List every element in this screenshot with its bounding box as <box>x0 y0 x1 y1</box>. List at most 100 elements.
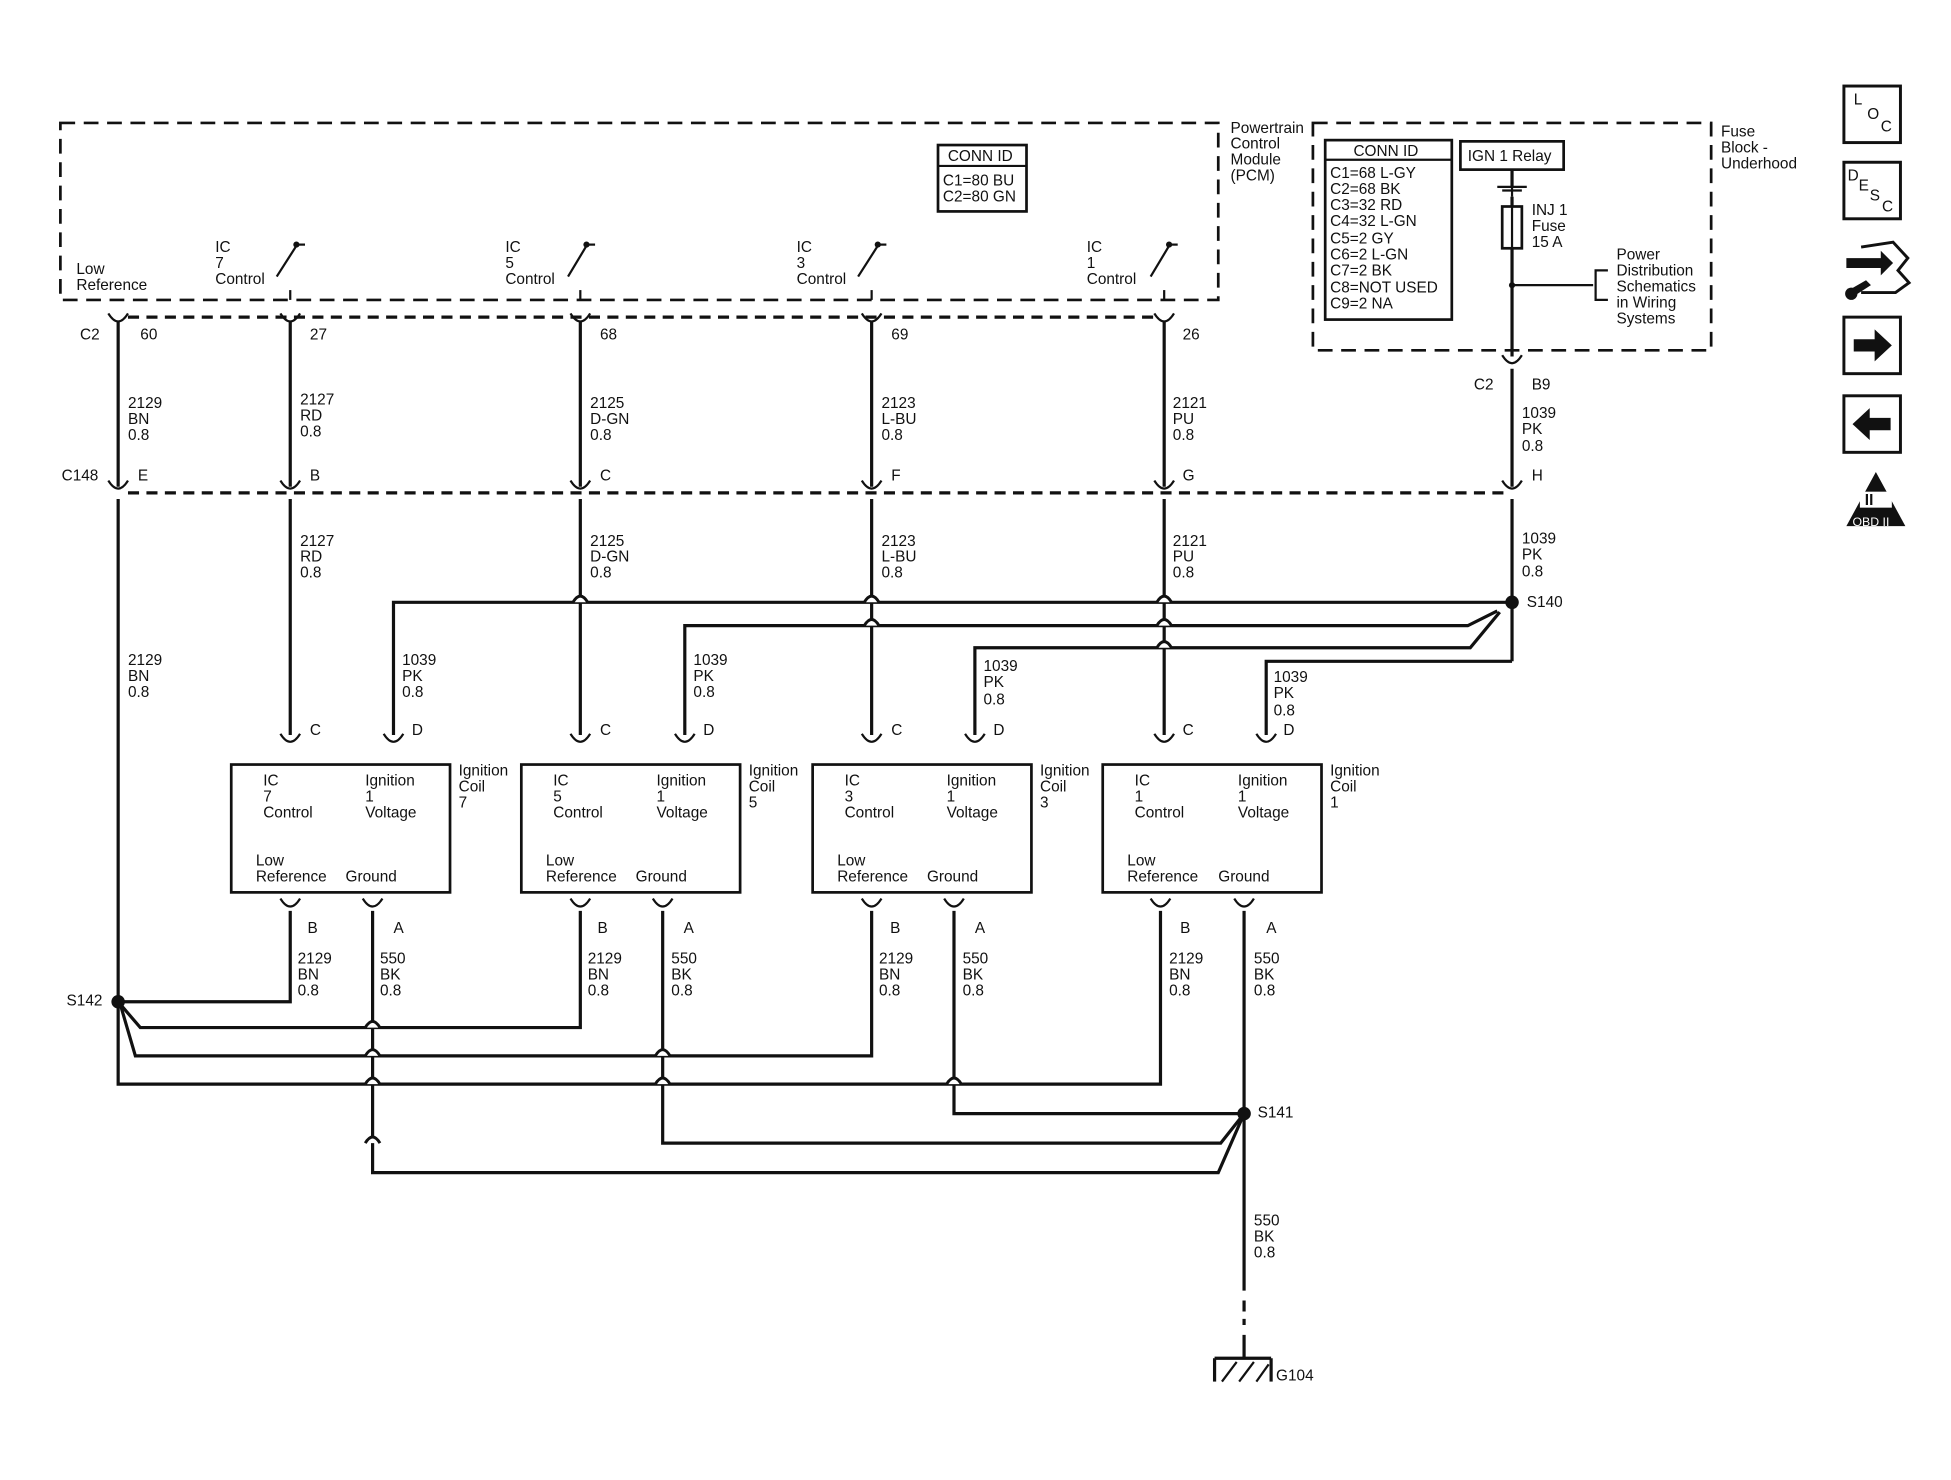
svg-text:CONN ID: CONN ID <box>1353 143 1418 160</box>
svg-text:Control: Control <box>1231 136 1281 153</box>
svg-text:C: C <box>1183 722 1194 739</box>
coil-terminal-b <box>1149 897 1172 908</box>
svg-text:0.8: 0.8 <box>298 983 319 1000</box>
svg-text:IC: IC <box>553 772 568 789</box>
svg-text:Reference: Reference <box>1127 868 1198 885</box>
power-distribution-reference[interactable]: Power Distribution Schematics in Wiring … <box>1512 246 1696 327</box>
svg-text:Module: Module <box>1231 152 1281 169</box>
fuse-block-c2-pin-labels: C2 B9 <box>1474 377 1551 394</box>
ground-hatch <box>1238 1361 1255 1383</box>
svg-text:Powertrain: Powertrain <box>1231 120 1304 137</box>
svg-text:O: O <box>1867 106 1879 123</box>
svg-text:D-GN: D-GN <box>590 549 629 566</box>
svg-text:C9=2 NA: C9=2 NA <box>1330 296 1394 313</box>
pcm-enclosure <box>59 121 1220 302</box>
svg-text:Voltage: Voltage <box>657 804 708 821</box>
svg-text:H: H <box>1532 468 1543 485</box>
svg-text:7: 7 <box>459 795 468 812</box>
svg-text:B: B <box>598 920 608 937</box>
switch-ic7 <box>275 241 305 300</box>
loc-button[interactable]: L O C <box>1842 84 1902 145</box>
svg-text:F: F <box>891 468 900 485</box>
svg-text:0.8: 0.8 <box>380 983 401 1000</box>
svg-text:Power: Power <box>1617 246 1661 263</box>
svg-text:5: 5 <box>553 788 562 805</box>
crossover-hop <box>363 1048 382 1057</box>
pcm-ic1-control-label: IC 1 Control <box>1087 239 1137 288</box>
svg-text:D: D <box>993 722 1004 739</box>
svg-text:Low: Low <box>1127 852 1156 869</box>
svg-text:0.8: 0.8 <box>1173 565 1194 582</box>
wire-1039-to-coil-1 <box>1264 659 1513 736</box>
coil-terminal-b <box>860 897 883 908</box>
svg-text:Systems: Systems <box>1617 310 1676 327</box>
svg-text:Low: Low <box>76 261 105 278</box>
svg-text:0.8: 0.8 <box>963 983 984 1000</box>
svg-text:B: B <box>1180 920 1190 937</box>
svg-text:Control: Control <box>797 271 847 288</box>
svg-text:68: 68 <box>600 326 617 343</box>
svg-text:C: C <box>310 722 321 739</box>
svg-text:Reference: Reference <box>837 868 908 885</box>
svg-text:60: 60 <box>140 326 157 343</box>
svg-text:PK: PK <box>1522 546 1543 563</box>
svg-text:RD: RD <box>300 549 322 566</box>
next-arrow-button[interactable] <box>1842 315 1902 376</box>
pcm-ic5-control-label: IC 5 Control <box>505 239 555 288</box>
wrench-car-icon[interactable] <box>1845 240 1912 300</box>
crossover-hop <box>363 1076 382 1085</box>
svg-text:Distribution: Distribution <box>1617 262 1694 279</box>
svg-text:Coil: Coil <box>749 779 775 796</box>
previous-arrow-button[interactable] <box>1842 394 1902 454</box>
svg-text:0.8: 0.8 <box>1254 1244 1275 1261</box>
svg-text:Voltage: Voltage <box>1238 804 1289 821</box>
pcm-driver-switches <box>275 241 1178 300</box>
svg-text:1: 1 <box>947 788 956 805</box>
svg-text:BN: BN <box>128 668 149 685</box>
svg-text:D-GN: D-GN <box>590 411 629 428</box>
svg-text:0.8: 0.8 <box>1169 983 1190 1000</box>
svg-text:C1=80 BU: C1=80 BU <box>943 173 1014 190</box>
desc-button[interactable]: D E S C <box>1842 160 1902 221</box>
svg-text:G: G <box>1183 468 1195 485</box>
svg-text:D: D <box>703 722 714 739</box>
svg-text:BN: BN <box>298 967 319 984</box>
svg-text:1039: 1039 <box>983 658 1017 675</box>
c148-terminal <box>860 479 883 490</box>
pcm-ic3-control-label: IC 3 Control <box>797 239 847 288</box>
obd-ii-button[interactable]: II OBD II <box>1846 472 1906 529</box>
c148-terminal <box>1153 479 1175 490</box>
c148-terminal <box>1501 479 1523 490</box>
svg-text:Fuse: Fuse <box>1721 123 1755 140</box>
svg-text:1: 1 <box>1135 788 1144 805</box>
svg-text:C: C <box>1882 198 1893 215</box>
wire-2129-coil-7-low-ref <box>118 910 292 1004</box>
coil-terminal-c <box>1153 733 1175 743</box>
svg-text:E: E <box>1859 178 1869 195</box>
ground-hatch <box>1255 1363 1270 1383</box>
svg-text:0.8: 0.8 <box>1173 427 1194 444</box>
pcm-label: Powertrain Control Module (PCM) <box>1231 120 1304 185</box>
svg-text:(PCM): (PCM) <box>1231 168 1275 185</box>
wire-1039-to-coil-5 <box>683 609 1498 736</box>
svg-text:B: B <box>310 468 320 485</box>
svg-text:Schematics: Schematics <box>1617 278 1697 295</box>
svg-text:0.8: 0.8 <box>1522 438 1543 455</box>
svg-text:27: 27 <box>310 326 327 343</box>
svg-text:2129: 2129 <box>298 951 332 968</box>
svg-text:Ignition: Ignition <box>947 772 997 789</box>
svg-text:1039: 1039 <box>1522 405 1556 422</box>
